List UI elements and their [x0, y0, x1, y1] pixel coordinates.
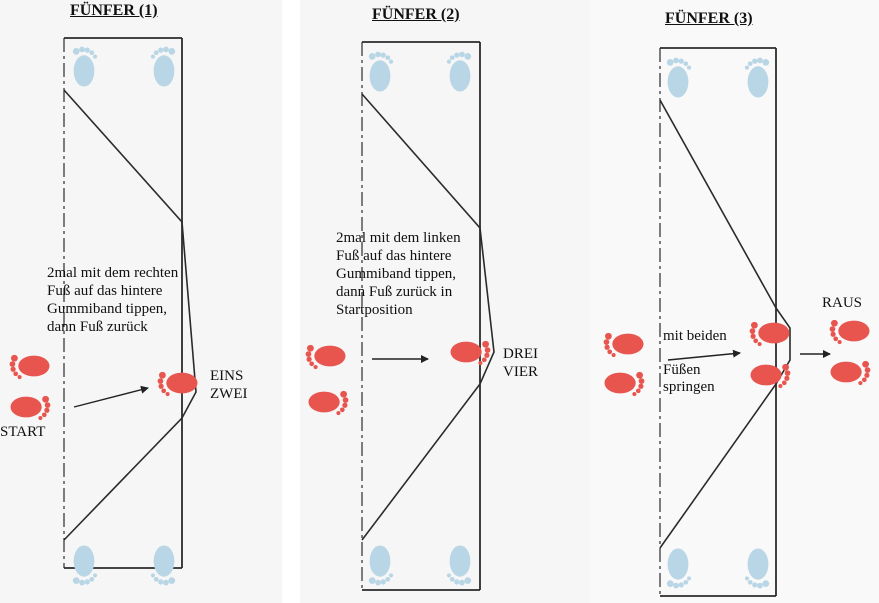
panel-3-rectangle [659, 47, 777, 597]
panel-3-arrow-in [667, 349, 741, 361]
panel-1-background [0, 0, 282, 603]
panel-3-red-foot-start-top [603, 332, 644, 358]
panel-3-blue-foot-bl [666, 548, 692, 589]
panel-1-instruction-line: Fuß auf das hintere [47, 283, 163, 299]
panel-1-instruction-line: Gummiband tippen, [47, 301, 167, 317]
panel-1-arrow [73, 385, 149, 408]
panel-1-start-label: START [0, 424, 46, 440]
panel-2-instruction-line: Fuß auf das hintere [336, 248, 452, 264]
panel-1-blue-foot-tl [72, 46, 98, 87]
panel-1-blue-foot-bl [72, 545, 98, 586]
panel-2-blue-foot-tr [446, 51, 472, 92]
panel-2-instruction-line: Gummiband tippen, [336, 266, 456, 282]
panel-1-blue-foot-tr [150, 46, 176, 87]
panel-2-blue-foot-tl [368, 51, 394, 92]
panel-1-elastic-path [63, 89, 197, 541]
panel-2-red-foot-start-top [305, 344, 346, 370]
panel-1-label-zwei: ZWEI [210, 386, 248, 402]
panel-2-label-vier: VIER [503, 364, 538, 380]
panel-1-red-foot-start-top [9, 354, 50, 380]
panel-2-background [300, 0, 590, 603]
panel-2-instruction: 2mal mit dem linken Fuß auf das hintere … [336, 229, 461, 319]
panel-3-instruction-line [663, 345, 727, 362]
panel-3-elastic-path [659, 99, 791, 549]
panel-2-rectangle [361, 41, 481, 591]
panel-2-red-foot-tap [450, 340, 491, 366]
panel-3-background [590, 0, 879, 603]
panel-2-instruction-line: 2mal mit dem linken [336, 230, 461, 246]
panel-3-title: FÜNFER (3) [665, 10, 753, 27]
panel-3-blue-foot-br [744, 548, 770, 589]
panel-1-blue-foot-br [150, 545, 176, 586]
panel-1-red-foot-start-bottom [10, 395, 51, 421]
panel-2-blue-foot-br [446, 545, 472, 586]
panel-3-out-label: RAUS [822, 295, 863, 311]
panel-2-title: FÜNFER (2) [372, 6, 460, 23]
panel-3-red-foot-out-bottom [830, 360, 871, 386]
panel-2-instruction-line: dann Fuß zurück in [336, 284, 453, 300]
panel-3-red-foot-jump-top [749, 321, 790, 347]
panel-2-red-foot-start-bottom [308, 390, 349, 416]
panel-2-label-drei: DREI [503, 346, 538, 362]
panel-3-red-foot-jump-bottom [750, 363, 791, 389]
panel-3-instruction-line: Füßen [663, 362, 701, 378]
panel-2-elastic-path [361, 93, 495, 541]
panel-1-instruction-line: dann Fuß zurück [47, 319, 148, 335]
panel-3-instruction: mit beiden Füßen springen [663, 328, 727, 396]
panel-2-instruction-line: Startposition [336, 302, 413, 318]
panel-1-red-foot-tap [157, 371, 198, 397]
panel-3-blue-foot-tr [744, 57, 770, 98]
panel-1-title: FÜNFER (1) [70, 2, 158, 19]
panel-3-red-foot-out-top [829, 319, 870, 345]
panel-2-blue-foot-bl [368, 545, 394, 586]
panel-1-instruction-line: 2mal mit dem rechten [47, 265, 179, 281]
panel-1-instruction: 2mal mit dem rechten Fuß auf das hintere… [47, 264, 178, 336]
panel-3-red-foot-start-bottom [604, 371, 645, 397]
panel-1-label-eins: EINS [210, 368, 244, 384]
panel-3-instruction-line: mit beiden [663, 328, 727, 344]
panel-3-instruction-line: springen [663, 379, 715, 395]
panel-3-blue-foot-tl [666, 57, 692, 98]
